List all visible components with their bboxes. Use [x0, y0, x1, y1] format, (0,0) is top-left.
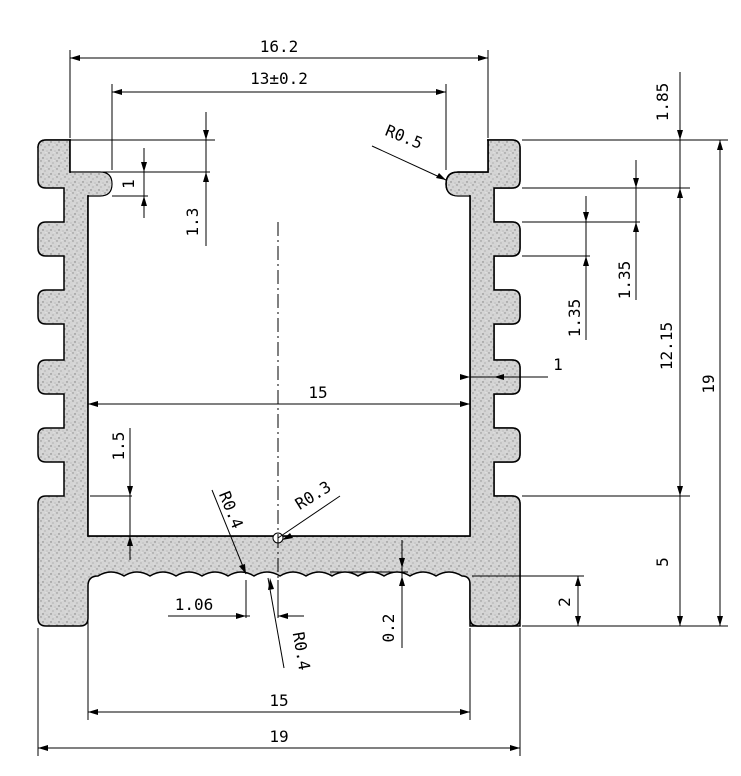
- dim-fin-thickness-b: 1.35: [565, 299, 584, 338]
- dim-overall-width: 19: [269, 727, 288, 746]
- dim-fin-thickness-a: 1.35: [615, 261, 634, 300]
- dim-inner-width: 15: [308, 383, 327, 402]
- radius-groove: R0.4: [289, 630, 314, 671]
- profile-body: [37, 130, 521, 627]
- inner-top-mask: [71, 130, 487, 535]
- dim-bottom-inner-width: 15: [269, 691, 288, 710]
- dim-lip-thickness: 1.3: [183, 208, 202, 237]
- dim-wall-thickness: 1: [553, 355, 563, 374]
- dim-base-height: 5: [653, 557, 672, 567]
- dimension-lines: [37, 50, 728, 756]
- dim-lip-height: 1.85: [653, 83, 672, 122]
- dim-total-height: 19: [699, 374, 718, 393]
- dim-groove-depth: 0.2: [379, 614, 398, 643]
- dim-floor-thickness: 1.5: [109, 432, 128, 461]
- dim-inner-height: 12.15: [657, 322, 676, 370]
- dim-groove-pitch: 1.06: [175, 595, 214, 614]
- arrowheads: [38, 55, 723, 751]
- dim-top-width: 16.2: [260, 37, 299, 56]
- dim-foot-height: 2: [555, 597, 574, 607]
- dim-lip-offset: 1: [119, 179, 138, 189]
- dim-opening-width: 13±0.2: [250, 69, 308, 88]
